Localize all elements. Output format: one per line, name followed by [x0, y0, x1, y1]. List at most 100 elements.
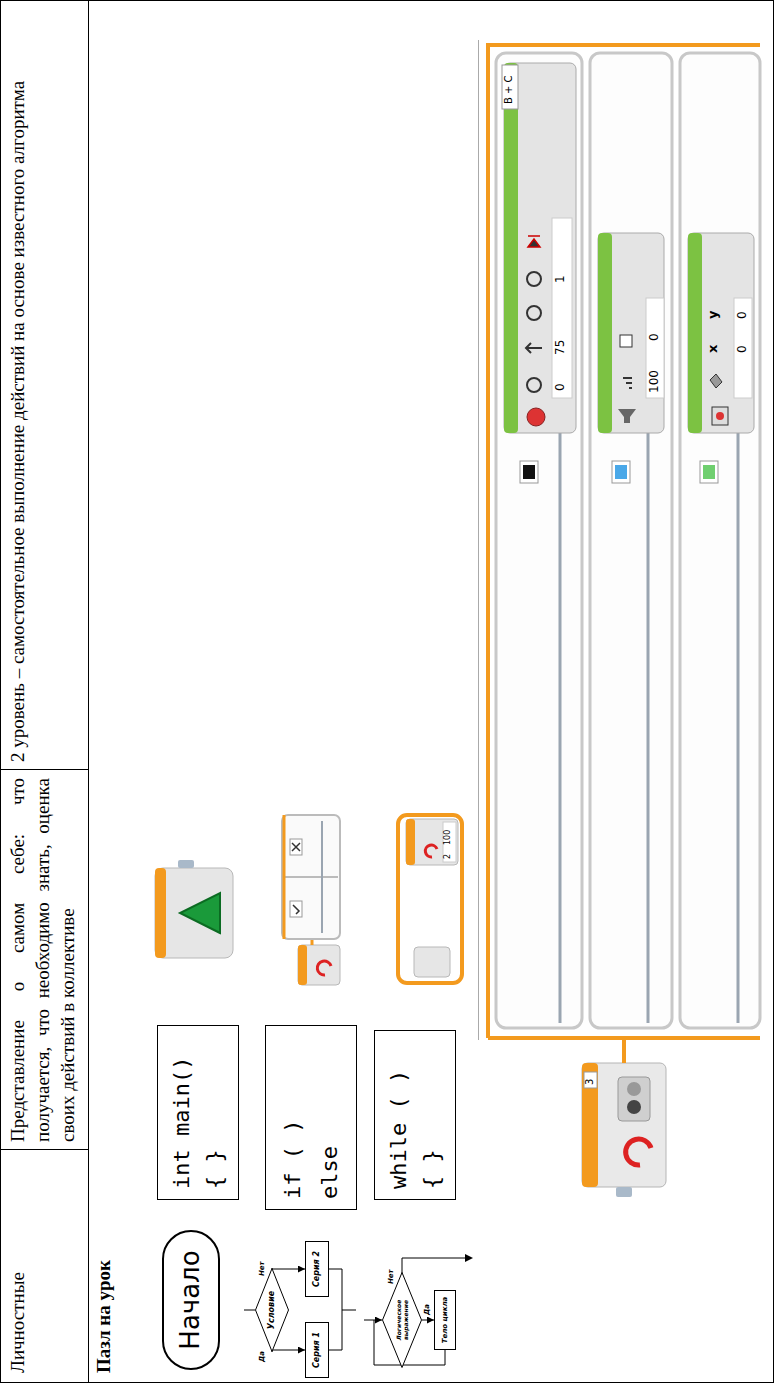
- cross-icon: [292, 843, 300, 851]
- loop-start: [414, 947, 450, 977]
- check-icon: [293, 905, 299, 914]
- arrow-head: [465, 1254, 473, 1262]
- steering-icon: [527, 378, 541, 392]
- table-cell: Личностные: [8, 1272, 29, 1373]
- flow-line: [244, 1310, 255, 1311]
- sequence-wire: [321, 821, 323, 933]
- block-header: [598, 233, 612, 433]
- block-header: [298, 945, 307, 985]
- power-icon: [527, 306, 541, 320]
- block-body: [155, 868, 233, 958]
- block-header: [688, 233, 702, 433]
- switch-icon: [317, 961, 331, 975]
- sensor-icon: [627, 1082, 641, 1096]
- node-text: int main(): [165, 1057, 198, 1189]
- param-strip: [443, 822, 456, 862]
- table-rule: [0, 1149, 88, 1150]
- diamond-shape: [383, 1273, 422, 1368]
- parameter-value: 75: [554, 340, 567, 355]
- port-tag: [584, 1072, 597, 1088]
- ev3-start-block: [155, 860, 233, 958]
- section-heading: Пазл на урок: [94, 1260, 115, 1373]
- table-rule: [0, 769, 88, 770]
- sound-block: [598, 233, 664, 433]
- case-divider: [284, 876, 338, 878]
- motor-icon: [527, 408, 545, 426]
- sequence-wire: [560, 433, 738, 1023]
- node-text: Условие: [267, 1291, 277, 1329]
- case-tab: [520, 461, 538, 483]
- block-header: [582, 1063, 598, 1187]
- branch-label: Нет: [258, 1260, 266, 1277]
- diamond-shape: [256, 1269, 289, 1352]
- start-terminal: Начало: [162, 1230, 220, 1370]
- switch-wire: [283, 815, 286, 939]
- port-tag: [502, 65, 518, 109]
- loop-icon: [425, 845, 437, 857]
- parameter-value: 100: [444, 830, 453, 845]
- param-strip: [552, 218, 572, 398]
- parameter-value: 0: [736, 311, 749, 319]
- ev3-loop: [398, 815, 462, 983]
- block-header: [155, 868, 166, 958]
- parameter-value: 0: [648, 333, 661, 341]
- case-tab: [700, 461, 718, 483]
- parameter-value: 0: [736, 345, 749, 353]
- case-tab: [290, 839, 302, 855]
- branch-label: Да: [423, 1303, 431, 1316]
- switch-wire: [622, 1038, 626, 1063]
- while-flowchart-lines: [364, 1254, 473, 1320]
- loop-condition: [406, 819, 458, 865]
- parameter-value: 100: [648, 370, 661, 393]
- case-color: [615, 465, 627, 479]
- node-text: Логическое выражение: [395, 1298, 409, 1342]
- motor-block: [504, 63, 576, 433]
- case-frame: [590, 53, 672, 1028]
- node-text: Начало: [175, 1250, 206, 1349]
- table-cell: Представление о самом себе: что получает…: [5, 778, 80, 1142]
- flow-connector: [272, 1268, 305, 1269]
- direction-icon: [526, 343, 542, 353]
- case-frame: [496, 53, 582, 1028]
- flow-line: [402, 1258, 466, 1288]
- table-cell: 2 уровень – самостоятельное выполнение д…: [5, 10, 30, 762]
- display-block: [688, 233, 754, 433]
- code-box: int main(){ }: [157, 1025, 239, 1200]
- switch-frame: [282, 815, 340, 939]
- parameter-value: 1: [554, 275, 567, 283]
- parameter-value: 0: [554, 383, 567, 391]
- case-frame: [680, 53, 760, 1028]
- screen-icon: [716, 412, 724, 420]
- process-box: Серия 2: [305, 1241, 329, 1297]
- table-rule: [88, 0, 89, 1383]
- loop-frame: [398, 815, 462, 983]
- eraser-icon: [710, 374, 722, 388]
- param-strip: [734, 298, 752, 398]
- node-text: { }: [198, 1149, 231, 1189]
- process-box: Серия 1: [305, 1322, 329, 1378]
- rotations-icon: [527, 272, 541, 286]
- sequence-plug: [178, 860, 194, 868]
- node-text: Серия 1: [312, 1332, 322, 1368]
- parameter-name: x: [706, 345, 720, 353]
- sensor-icon: [618, 1077, 650, 1121]
- code-box: if ( )else: [265, 1025, 357, 1210]
- node-text: Тело цикла: [441, 1297, 449, 1344]
- decision-diamond: Условие: [255, 1268, 289, 1352]
- separator-line: [478, 40, 479, 1040]
- start-triangle: [180, 893, 220, 933]
- case-color: [703, 465, 715, 479]
- sequence-plug: [616, 1187, 632, 1197]
- brake-icon: [528, 236, 540, 247]
- flow-line: [329, 1269, 342, 1350]
- node-text: while ( ): [382, 1070, 415, 1189]
- block-header: [406, 819, 415, 865]
- process-box: Тело цикла: [434, 1290, 456, 1350]
- case-tab: [290, 901, 302, 917]
- block-header: [504, 63, 518, 433]
- case-tab: [612, 461, 630, 483]
- node-text: Серия 2: [312, 1251, 322, 1287]
